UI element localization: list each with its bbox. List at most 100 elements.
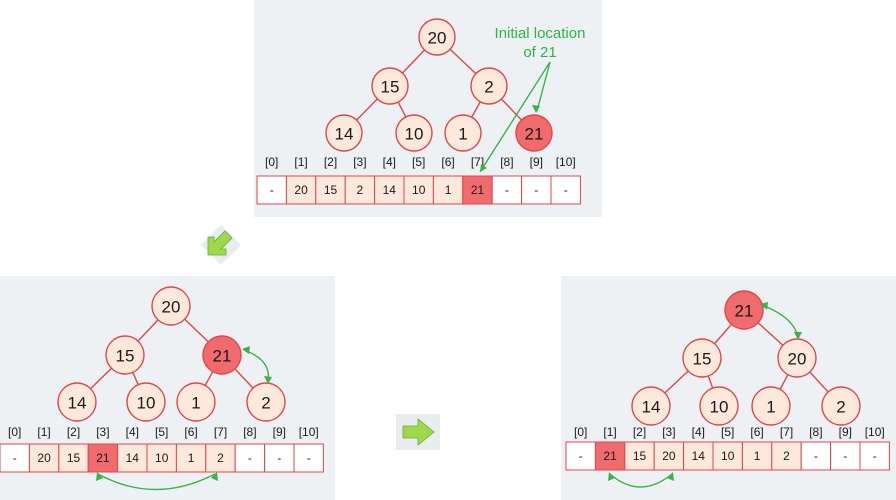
array-cell-value: 1 <box>445 183 452 197</box>
array-cell-value: 10 <box>721 449 735 463</box>
array-index-label: [7] <box>780 425 793 439</box>
array-cell-box <box>712 441 743 471</box>
array-cell-value: 2 <box>217 451 224 465</box>
array-cell-value: - <box>248 451 252 465</box>
array-cell: - <box>565 441 596 471</box>
array-cell-value: - <box>814 449 818 463</box>
arrow-head <box>242 346 250 354</box>
array-cell: - <box>234 443 266 473</box>
array-index-label: [0] <box>8 425 21 439</box>
swap-arrow-curve <box>609 473 673 488</box>
tree-node-circle <box>105 335 145 375</box>
swap-arrow <box>242 346 272 384</box>
array-cell: - <box>830 441 861 471</box>
tree-node-circle <box>821 386 861 426</box>
tree-node-label: 20 <box>162 298 181 317</box>
array-cell-box <box>87 443 119 473</box>
array-index-label: [8] <box>809 425 822 439</box>
array-cell-value: 14 <box>692 449 706 463</box>
array-cell-value: 14 <box>383 183 397 197</box>
array-index-label: [9] <box>530 155 543 169</box>
tree-node: 20 <box>418 18 456 56</box>
array-cell-box <box>653 441 685 471</box>
array-index-label: [6] <box>441 155 454 169</box>
tree-node-label: 10 <box>710 398 729 417</box>
array-cell-value: 10 <box>155 451 169 465</box>
tree-node-circle <box>246 382 286 422</box>
arrow-head <box>794 332 802 340</box>
tree-node: 21 <box>724 290 764 330</box>
array-index-label: [1] <box>603 425 616 439</box>
array-cell: 20 <box>653 441 685 471</box>
tree-node: 2 <box>470 67 508 105</box>
tree-node: 15 <box>371 67 409 105</box>
flow-arrow-shape <box>402 418 435 446</box>
array-cell-value: - <box>534 183 538 197</box>
array-cell-value: - <box>505 183 509 197</box>
array-index-label: [2] <box>67 425 80 439</box>
array-cell: 21 <box>87 443 119 473</box>
swap-arrow <box>760 302 802 340</box>
array-index-label: [6] <box>750 425 763 439</box>
tree-node: 21 <box>202 335 242 375</box>
array-cell-box <box>264 443 295 473</box>
array-cell-box <box>58 443 89 473</box>
arrow-head <box>264 376 272 384</box>
tree-node-circle <box>126 382 166 422</box>
array-cell-value: 21 <box>96 451 110 465</box>
array-cell: 1 <box>175 443 207 473</box>
array-cell: - <box>0 443 30 473</box>
array-cell: 21 <box>594 441 626 471</box>
array-index-label: [0] <box>574 425 587 439</box>
array-cell-value: - <box>873 449 877 463</box>
array-index-label: [7] <box>214 425 227 439</box>
array-index-label: [4] <box>126 425 139 439</box>
tree-node-circle <box>777 338 817 378</box>
tree-node-label: 15 <box>116 347 135 366</box>
tree-node-label: 14 <box>68 394 87 413</box>
tree-node-circle <box>724 290 764 330</box>
array-cell-value: 20 <box>294 183 308 197</box>
array-index-label: [10] <box>556 155 576 169</box>
array-cell: - <box>491 175 523 205</box>
tree-node-circle <box>631 386 671 426</box>
array-cell-box <box>28 443 60 473</box>
tree-node-circle <box>151 286 191 326</box>
array-cell: 20 <box>285 175 317 205</box>
tree-node-label: 2 <box>836 398 845 417</box>
flow-arrow-shape <box>207 230 233 256</box>
array-cell-box <box>771 441 802 471</box>
tree-node-label: 10 <box>137 394 156 413</box>
pointer-line <box>536 61 551 112</box>
array-cell: 10 <box>712 441 743 471</box>
array-cell: 14 <box>374 175 405 205</box>
array-cell-box <box>256 175 287 205</box>
tree-node: 1 <box>176 382 216 422</box>
tree-node-label: 15 <box>381 78 400 97</box>
array-cell-box <box>859 441 890 471</box>
right-arrow-icon <box>396 414 440 450</box>
array-cell: 21 <box>462 175 493 205</box>
tree-node-label: 1 <box>766 398 775 417</box>
array-index-label: [8] <box>500 155 513 169</box>
array-cell-value: 20 <box>37 451 51 465</box>
arrow-head <box>96 472 103 481</box>
array-cell-box <box>175 443 207 473</box>
array-cell-value: - <box>579 449 583 463</box>
array-cell: - <box>859 441 890 471</box>
swap-arrow <box>96 472 218 491</box>
array-cell-box <box>205 443 236 473</box>
down-left-arrow-icon <box>201 225 241 265</box>
array-cell-value: - <box>843 449 847 463</box>
array-index-label: [1] <box>37 425 50 439</box>
annotation-line: Initial location <box>495 25 586 42</box>
tree-node-label: 1 <box>458 125 467 144</box>
array-index-label: [5] <box>412 155 425 169</box>
array-cell: 15 <box>315 175 346 205</box>
array-cell-box <box>293 443 324 473</box>
array-cell: 14 <box>683 441 714 471</box>
tree-node: 20 <box>777 338 817 378</box>
array-cell-box <box>800 441 832 471</box>
